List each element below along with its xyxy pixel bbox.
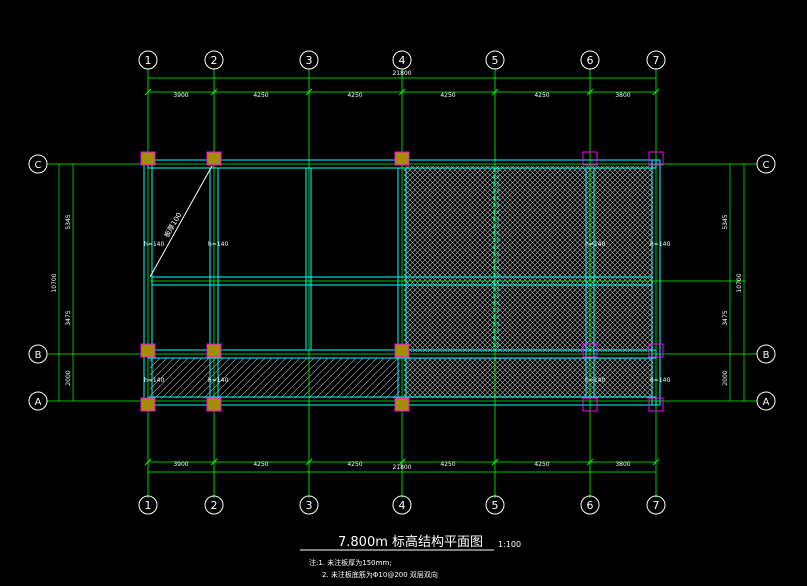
grid-label-row: B <box>763 350 770 361</box>
note-line-1: 注:1. 未注板厚为150mm; <box>309 558 392 567</box>
grid-bubbles-top <box>138 50 666 70</box>
column-c6 <box>582 151 598 166</box>
slab-label: h=140 <box>208 377 228 384</box>
column-b1 <box>140 343 156 358</box>
column-b7 <box>648 343 664 358</box>
column-c4 <box>394 151 410 166</box>
column-c7 <box>648 151 664 166</box>
dim-span: 2000 <box>722 370 729 385</box>
dim-span: 5345 <box>65 214 72 229</box>
dim-span: 4250 <box>534 461 549 468</box>
grid-label-col: 5 <box>492 54 499 67</box>
column-b4 <box>394 343 410 358</box>
dim-span: 4250 <box>253 92 268 99</box>
dim-span: 3475 <box>722 310 729 325</box>
column-a4 <box>394 397 410 412</box>
column-c2 <box>206 151 222 166</box>
column-a7 <box>648 397 664 412</box>
grid-label-col: 7 <box>653 499 660 512</box>
columns <box>140 151 664 412</box>
top-dimensions: 21800 3900 4250 4250 4250 4250 3800 <box>173 70 630 99</box>
dim-span: 4250 <box>440 92 455 99</box>
dimension-lines <box>58 77 745 473</box>
grid-label-row: B <box>35 350 42 361</box>
dim-span: 4250 <box>253 461 268 468</box>
bottom-dimensions: 21800 3900 4250 4250 4250 4250 3800 <box>173 461 630 471</box>
dim-total-right: 10700 <box>736 273 743 292</box>
left-dimensions: 10700 5345 3475 2000 <box>51 214 72 385</box>
slab-label: h=140 <box>650 241 670 248</box>
grid-label-col: 4 <box>399 54 406 67</box>
grid-label-col: 7 <box>653 54 660 67</box>
dim-span: 3800 <box>615 461 630 468</box>
column-a2 <box>206 397 222 412</box>
dim-total-bottom: 21800 <box>392 464 411 471</box>
dim-span: 5345 <box>722 214 729 229</box>
slab-diagonal <box>149 165 213 278</box>
drawing-scale: 1:100 <box>498 540 521 549</box>
right-dimensions: 10700 5345 3475 2000 <box>722 214 743 385</box>
slab-label: h=140 <box>208 241 228 248</box>
dim-span: 2000 <box>65 370 72 385</box>
grid-label-col: 6 <box>587 54 594 67</box>
dim-span: 4250 <box>347 92 362 99</box>
grid-label-row: C <box>35 160 42 171</box>
grid-label-row: C <box>763 160 770 171</box>
dim-span: 3900 <box>173 461 188 468</box>
grid-label-col: 4 <box>399 499 406 512</box>
dim-total-left: 10700 <box>51 273 58 292</box>
dim-total-top: 21800 <box>392 70 411 77</box>
column-a6 <box>582 397 598 412</box>
drawing-title: 7.800m 标高结构平面图 <box>338 534 483 550</box>
dim-span: 4250 <box>347 461 362 468</box>
hatch-region-upper-right <box>404 166 653 352</box>
hatch-region-lower-left <box>150 358 400 398</box>
hatch-region-lower-right <box>404 358 653 398</box>
slab-label: h=140 <box>650 377 670 384</box>
grid-bubbles-rows <box>28 154 776 411</box>
grid-bubbles-bottom <box>138 495 666 515</box>
slab-label: h=140 <box>144 377 164 384</box>
note-line-2: 2. 未注板底筋为Φ10@200 双层双向 <box>322 570 438 579</box>
slab-label: h=140 <box>585 241 605 248</box>
column-a1 <box>140 397 156 412</box>
dim-span: 3475 <box>65 310 72 325</box>
grid-label-col: 5 <box>492 499 499 512</box>
grid-label-col: 2 <box>211 54 218 67</box>
dim-span: 4250 <box>534 92 549 99</box>
dim-span: 3900 <box>173 92 188 99</box>
column-b2 <box>206 343 222 358</box>
grid-label-row: A <box>35 397 42 408</box>
grid-label-row: A <box>763 397 770 408</box>
dim-span: 4250 <box>440 461 455 468</box>
slab-label: h=140 <box>144 241 164 248</box>
dim-span: 3800 <box>615 92 630 99</box>
grid-label-col: 3 <box>306 54 313 67</box>
grid-label-col: 6 <box>587 499 594 512</box>
grid-label-col: 1 <box>145 499 152 512</box>
column-c1 <box>140 151 156 166</box>
grid-label-col: 2 <box>211 499 218 512</box>
grid-label-col: 1 <box>145 54 152 67</box>
column-b6 <box>582 343 598 358</box>
diagonal-label: 板厚100 <box>162 211 183 239</box>
grid-label-col: 3 <box>306 499 313 512</box>
slab-label: h=140 <box>585 377 605 384</box>
